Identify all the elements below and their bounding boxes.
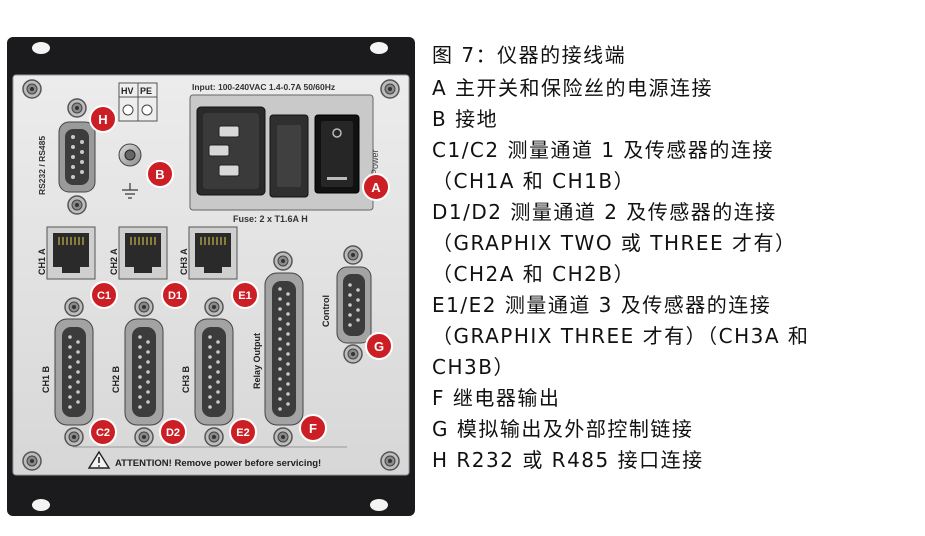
caption-line: （CH1A 和 CH1B）	[432, 169, 636, 193]
relay-label: Relay Output	[252, 333, 262, 389]
iec-pin	[218, 125, 240, 138]
fuse-label: Fuse: 2 x T1.6A H	[233, 214, 308, 224]
rj45-label-ch1: CH1 A	[37, 248, 47, 275]
instrument-rear-panel: Input: 100-240VAC 1.4-0.7A 50/60Hz Power…	[7, 37, 415, 516]
caption-line: D1/D2 测量通道 2 及传感器的连接	[432, 200, 777, 224]
badge-e1: E1	[231, 281, 259, 309]
svg-text:E2: E2	[236, 427, 249, 439]
svg-text:H: H	[98, 112, 107, 127]
caption-line: A 主开关和保险丝的电源连接	[432, 76, 714, 100]
switch-on-icon	[332, 128, 342, 138]
dsub-label-ch2: CH2 B	[111, 365, 121, 393]
caption-title: 图 7：仪器的接线端	[432, 43, 627, 67]
ground-icon	[122, 183, 138, 199]
warning-icon	[87, 450, 111, 469]
svg-text:E1: E1	[238, 290, 251, 302]
caption-line: CH3B）	[432, 355, 515, 379]
iec-pin	[218, 164, 240, 177]
caption-line: F 继电器输出	[432, 386, 561, 410]
relay-connector[interactable]	[264, 251, 304, 447]
svg-text:G: G	[374, 339, 384, 354]
switch-off-icon	[327, 177, 347, 180]
badge-f: F	[299, 414, 327, 442]
rj45-ch2[interactable]	[118, 226, 168, 280]
badge-d1: D1	[161, 281, 189, 309]
rj45-ch3[interactable]	[188, 226, 238, 280]
badge-b: B	[146, 160, 174, 188]
caption-line: （CH2A 和 CH2B）	[432, 262, 636, 286]
svg-text:D2: D2	[166, 427, 180, 439]
svg-text:F: F	[309, 421, 317, 436]
input-label: Input: 100-240VAC 1.4-0.7A 50/60Hz	[192, 82, 335, 92]
dsub-ch2[interactable]	[124, 297, 164, 447]
screw-icon	[22, 79, 42, 99]
badge-g: G	[365, 332, 393, 360]
dsub-label-ch3: CH3 B	[181, 365, 191, 393]
caption-legend: A 主开关和保险丝的电源连接 B 接地 C1/C2 测量通道 1 及传感器的连接 （C…	[432, 73, 912, 476]
svg-text:B: B	[155, 167, 164, 182]
badge-a: A	[362, 173, 390, 201]
figure-caption: 图 7：仪器的接线端 A 主开关和保险丝的电源连接 B 接地 C1/C2 测量通道 …	[432, 40, 912, 476]
caption-line: （GRAPHIX TWO 或 THREE 才有）	[432, 231, 797, 255]
attention-label: ATTENTION! Remove power before servicing…	[115, 458, 321, 469]
rj45-label-ch3: CH3 A	[179, 248, 189, 275]
svg-text:A: A	[371, 180, 381, 195]
caption-line: C1/C2 测量通道 1 及传感器的连接	[432, 138, 774, 162]
screw-icon	[67, 195, 87, 215]
badge-c1: C1	[90, 281, 118, 309]
rs-label: RS232 / RS485	[37, 136, 47, 195]
svg-text:C1: C1	[97, 290, 111, 302]
badge-d2: D2	[159, 418, 187, 446]
iec-pin	[208, 144, 230, 157]
rj45-ch1[interactable]	[46, 226, 96, 280]
svg-text:D1: D1	[168, 290, 182, 302]
badge-e2: E2	[229, 418, 257, 446]
caption-line: E1/E2 测量通道 3 及传感器的连接	[432, 293, 772, 317]
caption-line: H R232 或 R485 接口连接	[432, 448, 704, 472]
dsub-ch1[interactable]	[54, 297, 94, 447]
screw-icon	[380, 79, 400, 99]
screw-icon	[380, 451, 400, 471]
rj45-label-ch2: CH2 A	[109, 248, 119, 275]
screw-icon	[67, 98, 87, 118]
caption-line: B 接地	[432, 107, 499, 131]
hv-label: HV	[121, 86, 134, 96]
caption-line: G 模拟输出及外部控制链接	[432, 417, 694, 441]
badge-c2: C2	[89, 418, 117, 446]
badge-h: H	[89, 105, 117, 133]
svg-text:C2: C2	[96, 427, 110, 439]
control-label: Control	[321, 295, 331, 327]
caption-line: （GRAPHIX THREE 才有）（CH3A 和	[432, 324, 810, 348]
screw-icon	[22, 451, 42, 471]
power-label: Power	[370, 149, 380, 175]
dsub-ch3[interactable]	[194, 297, 234, 447]
pe-label: PE	[140, 86, 152, 96]
dsub-label-ch1: CH1 B	[41, 365, 51, 393]
control-connector[interactable]	[336, 245, 372, 364]
